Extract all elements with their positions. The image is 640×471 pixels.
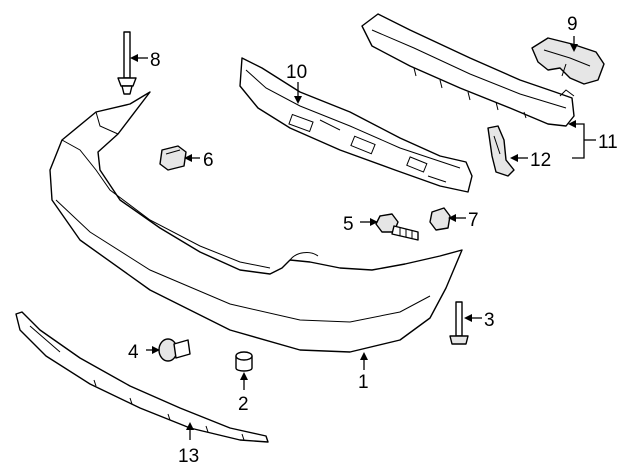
callout-8: 8: [150, 50, 161, 71]
callout-11: 11: [598, 132, 618, 153]
callout-4: 4: [128, 342, 139, 363]
part-12-side-bracket[interactable]: [487, 125, 515, 177]
part-9-bracket[interactable]: [531, 37, 605, 85]
callout-2: 2: [238, 394, 249, 415]
callout-6: 6: [203, 150, 214, 171]
callout-13: 13: [178, 446, 199, 467]
callout-9: 9: [567, 14, 578, 35]
part-6-clip[interactable]: [159, 145, 187, 171]
callout-3: 3: [484, 310, 495, 331]
part-4-rivet[interactable]: [158, 338, 191, 362]
part-7-cap[interactable]: [429, 207, 451, 231]
leader-lines: [130, 36, 596, 440]
part-13-lower-molding[interactable]: [15, 311, 269, 443]
callout-12: 12: [530, 150, 551, 171]
part-11-reinforcement-bar[interactable]: [361, 13, 575, 127]
part-2-spacer[interactable]: [235, 351, 253, 372]
part-8-push-pin[interactable]: [117, 31, 137, 95]
callout-1: 1: [358, 372, 369, 393]
part-3-bolt[interactable]: [449, 301, 469, 345]
part-1-bumper-cover[interactable]: [49, 91, 463, 353]
callout-7: 7: [468, 210, 479, 231]
part-5-bolt[interactable]: [375, 213, 419, 241]
callout-10: 10: [286, 62, 307, 83]
callout-5: 5: [343, 214, 354, 235]
